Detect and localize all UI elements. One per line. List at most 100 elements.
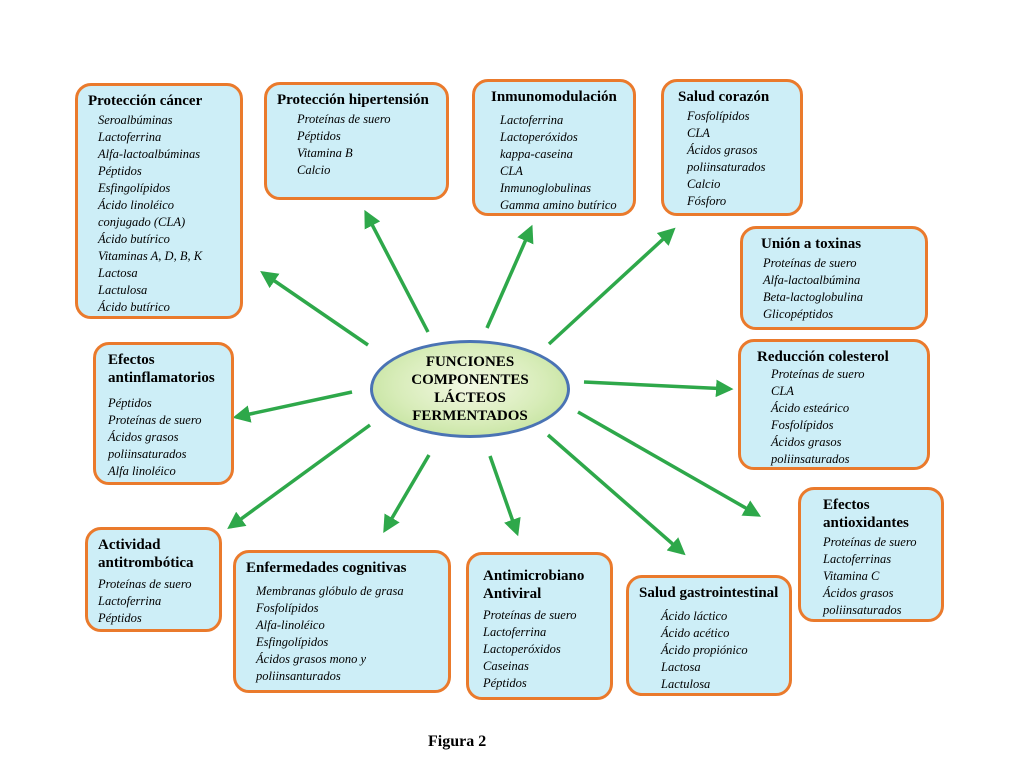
list-item: Ácidos grasos: [771, 435, 842, 449]
list-item: Inmunoglobulinas: [500, 181, 591, 195]
arrow-to-proteccion-cancer: [260, 271, 369, 347]
list-item: poliinsanturados: [256, 669, 341, 683]
list-item: Ácido láctico: [661, 609, 728, 623]
item-list: Ácido láctico Ácido acético Ácido propió…: [639, 608, 781, 693]
list-item: Esfingolípidos: [256, 635, 329, 649]
list-item: CLA: [687, 126, 710, 140]
list-item: Lactoferrina: [98, 594, 162, 608]
list-item: CLA: [771, 384, 794, 398]
item-list: Membranas glóbulo de grasa Fosfolípidos …: [246, 583, 440, 685]
list-item: Gamma amino butírico: [500, 198, 617, 212]
box-title: Efectos antinflamatorios: [108, 352, 215, 386]
arrow-to-salud-corazon: [547, 227, 676, 346]
list-item: Ácido butírico: [98, 300, 170, 314]
arrow-to-antimicrobiano-antiviral: [488, 455, 521, 537]
list-item: Ácidos grasos: [108, 430, 179, 444]
box-antimicrobiano-antiviral: Antimicrobiano Antiviral Proteínas de su…: [466, 552, 613, 700]
list-item: Fosfolípidos: [256, 601, 319, 615]
center-title: FUNCIONES COMPONENTES LÁCTEOS FERMENTADO…: [411, 354, 529, 424]
list-item: Lactoferrina: [483, 625, 547, 639]
list-item: kappa-caseina: [500, 147, 573, 161]
arrow-to-proteccion-hipertension: [364, 209, 430, 333]
box-proteccion-cancer: Protección cáncer Seroalbúminas Lactofer…: [75, 83, 243, 319]
list-item: Alfa-linoléico: [256, 618, 325, 632]
list-item: Esfingolípidos: [98, 181, 171, 195]
item-list: Fosfolípidos CLA Ácidos grasos poliinsat…: [674, 108, 792, 210]
list-item: Vitamina B: [297, 146, 353, 160]
item-list: Proteínas de suero Lactoferrinas Vitamin…: [811, 534, 933, 619]
list-item: Fósforo: [687, 194, 727, 208]
item-list: Proteínas de suero CLA Ácido esteárico F…: [751, 366, 919, 468]
arrow-to-inmunomodulacion: [485, 224, 534, 329]
box-reduccion-colesterol: Reducción colesterol Proteínas de suero …: [738, 339, 930, 470]
box-efectos-antiinflamatorios: Efectos antinflamatorios Péptidos Proteí…: [93, 342, 234, 485]
box-proteccion-hipertension: Protección hipertensión Proteínas de sue…: [264, 82, 449, 200]
list-item: Péptidos: [483, 676, 527, 690]
list-item: Proteínas de suero: [823, 535, 917, 549]
list-item: Péptidos: [98, 164, 142, 178]
list-item: Proteínas de suero: [763, 256, 857, 270]
list-item: Calcio: [297, 163, 331, 177]
box-title: Salud corazón: [678, 89, 770, 105]
list-item: Ácidos grasos: [687, 143, 758, 157]
item-list: Proteínas de suero Lactoferrina Lactoper…: [479, 607, 602, 692]
list-item: Péptidos: [297, 129, 341, 143]
list-item: Ácido esteárico: [771, 401, 850, 415]
list-item: Caseinas: [483, 659, 529, 673]
list-item: CLA: [500, 164, 523, 178]
arrow-to-reduccion-colesterol: [583, 379, 734, 398]
box-salud-corazon: Salud corazón Fosfolípidos CLA Ácidos gr…: [661, 79, 803, 216]
list-item: Ácidos grasos mono y: [256, 652, 367, 666]
list-item: Ácido propiónico: [661, 643, 748, 657]
list-item: Lactoperóxidos: [500, 130, 578, 144]
list-item: Péptidos: [108, 396, 152, 410]
box-title: Reducción colesterol: [757, 349, 889, 365]
box-title: Inmunomodulación: [491, 89, 617, 105]
box-title: Antimicrobiano Antiviral: [483, 568, 585, 602]
box-union-toxinas: Unión a toxinas Proteínas de suero Alfa-…: [740, 226, 928, 330]
list-item: Fosfolípidos: [771, 418, 834, 432]
list-item: Lactoferrina: [98, 130, 162, 144]
list-item: Lactulosa: [661, 677, 711, 691]
arrow-to-efectos-antiinflamatorios: [232, 390, 353, 423]
box-title: Efectos antioxidantes: [823, 497, 909, 531]
box-title: Salud gastrointestinal: [639, 585, 779, 601]
list-item: Glicopéptidos: [763, 307, 834, 321]
item-list: Proteínas de suero Lactoferrina Péptidos: [98, 576, 211, 627]
box-title: Protección cáncer: [88, 93, 203, 109]
item-list: Péptidos Proteínas de suero Ácidos graso…: [106, 395, 223, 480]
list-item: poliinsaturados: [687, 160, 766, 174]
box-inmunomodulacion: Inmunomodulación Lactoferrina Lactoperóx…: [472, 79, 636, 216]
list-item: Ácido acético: [661, 626, 730, 640]
arrow-to-efectos-antioxidantes: [577, 410, 762, 517]
list-item: Lactoferrinas: [823, 552, 892, 566]
list-item: Lactoperóxidos: [483, 642, 561, 656]
box-title: Unión a toxinas: [761, 236, 862, 252]
list-item: Lactosa: [98, 266, 138, 280]
list-item: Ácido linoléico: [98, 198, 175, 212]
figure-caption: Figura 2: [428, 733, 487, 750]
list-item: Calcio: [687, 177, 721, 191]
list-item: Péptidos: [98, 611, 142, 625]
list-item: Fosfolípidos: [687, 109, 750, 123]
box-enfermedades-cognitivas: Enfermedades cognitivas Membranas glóbul…: [233, 550, 451, 693]
list-item: Proteínas de suero: [297, 112, 391, 126]
list-item: Ácido butírico: [98, 232, 170, 246]
list-item: Proteínas de suero: [771, 367, 865, 381]
box-salud-gastrointestinal: Salud gastrointestinal Ácido láctico Áci…: [626, 575, 792, 696]
list-item: poliinsaturados: [823, 603, 902, 617]
list-item: Beta-lactoglobulina: [763, 290, 863, 304]
list-item: Ácidos grasos: [823, 586, 894, 600]
list-item: conjugado (CLA): [98, 215, 186, 229]
arrow-to-actividad-antitrombotica: [227, 423, 372, 530]
box-title: Actividad antitrombótica: [98, 537, 194, 571]
arrow-to-salud-gastrointestinal: [546, 433, 686, 556]
item-list: Proteínas de suero Péptidos Vitamina B C…: [277, 111, 438, 179]
list-item: poliinsaturados: [771, 452, 850, 466]
list-item: Proteínas de suero: [108, 413, 202, 427]
list-item: Proteínas de suero: [98, 577, 192, 591]
box-actividad-antitrombotica: Actividad antitrombótica Proteínas de su…: [85, 527, 222, 632]
arrow-to-enfermedades-cognitivas: [383, 454, 431, 534]
list-item: Seroalbúminas: [98, 113, 173, 127]
